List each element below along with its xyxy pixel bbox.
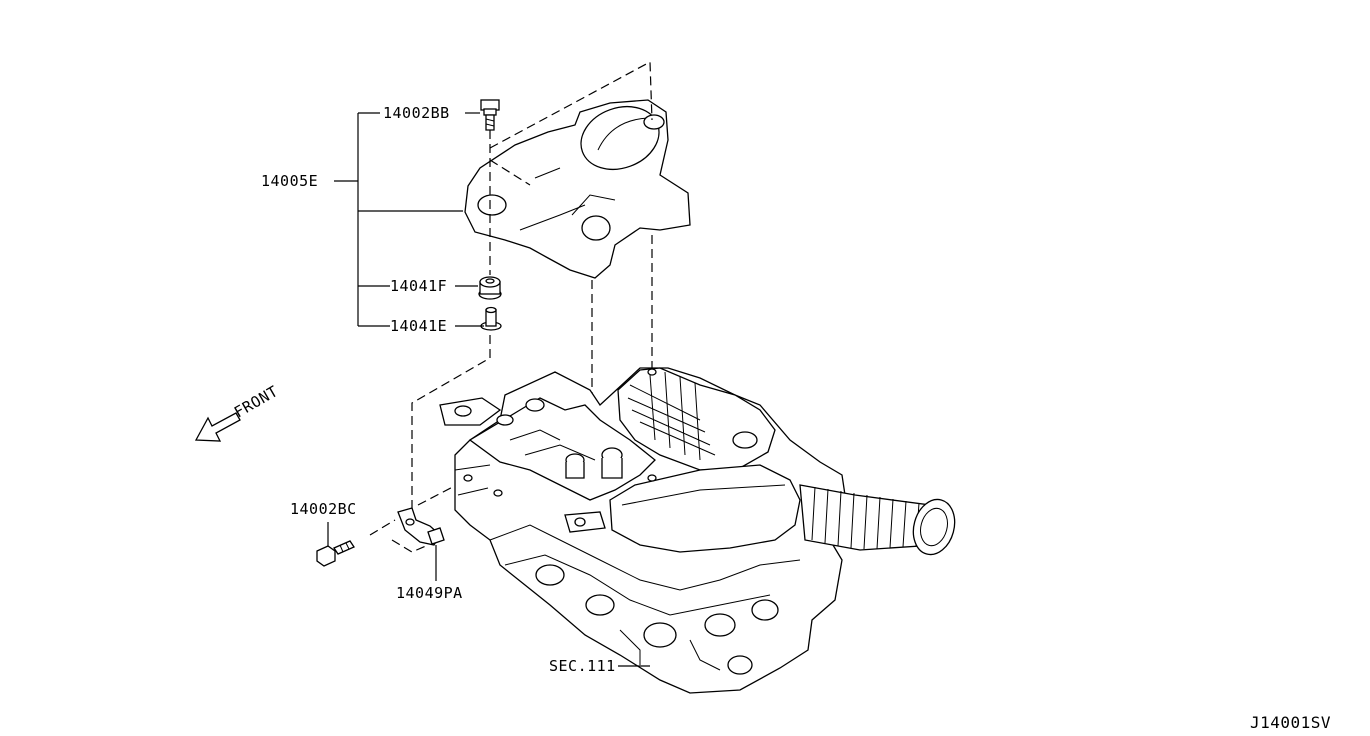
bolt-14002bb-part	[480, 99, 500, 131]
callout-14002bc: 14002BC	[290, 500, 357, 518]
callout-14049pa: 14049PA	[396, 584, 463, 602]
grommet-14041f-part	[478, 276, 502, 300]
collar-14041e-part	[480, 306, 502, 331]
callout-14041f: 14041F	[390, 277, 447, 295]
leader-lines	[327, 112, 650, 667]
callout-14002bb: 14002BB	[383, 104, 450, 122]
diagram-code: J14001SV	[1250, 713, 1331, 732]
front-direction-arrow	[194, 412, 241, 442]
bolt-14002bc-part	[316, 540, 355, 567]
front-label: FRONT	[231, 382, 281, 421]
engine-assembly-part	[439, 367, 956, 694]
bracket-14049pa-part	[397, 507, 445, 546]
callout-14041e: 14041E	[390, 317, 447, 335]
engine-cover-part	[464, 99, 691, 279]
callout-14005e: 14005E	[261, 172, 318, 190]
callout-sec-111: SEC.111	[549, 657, 616, 675]
